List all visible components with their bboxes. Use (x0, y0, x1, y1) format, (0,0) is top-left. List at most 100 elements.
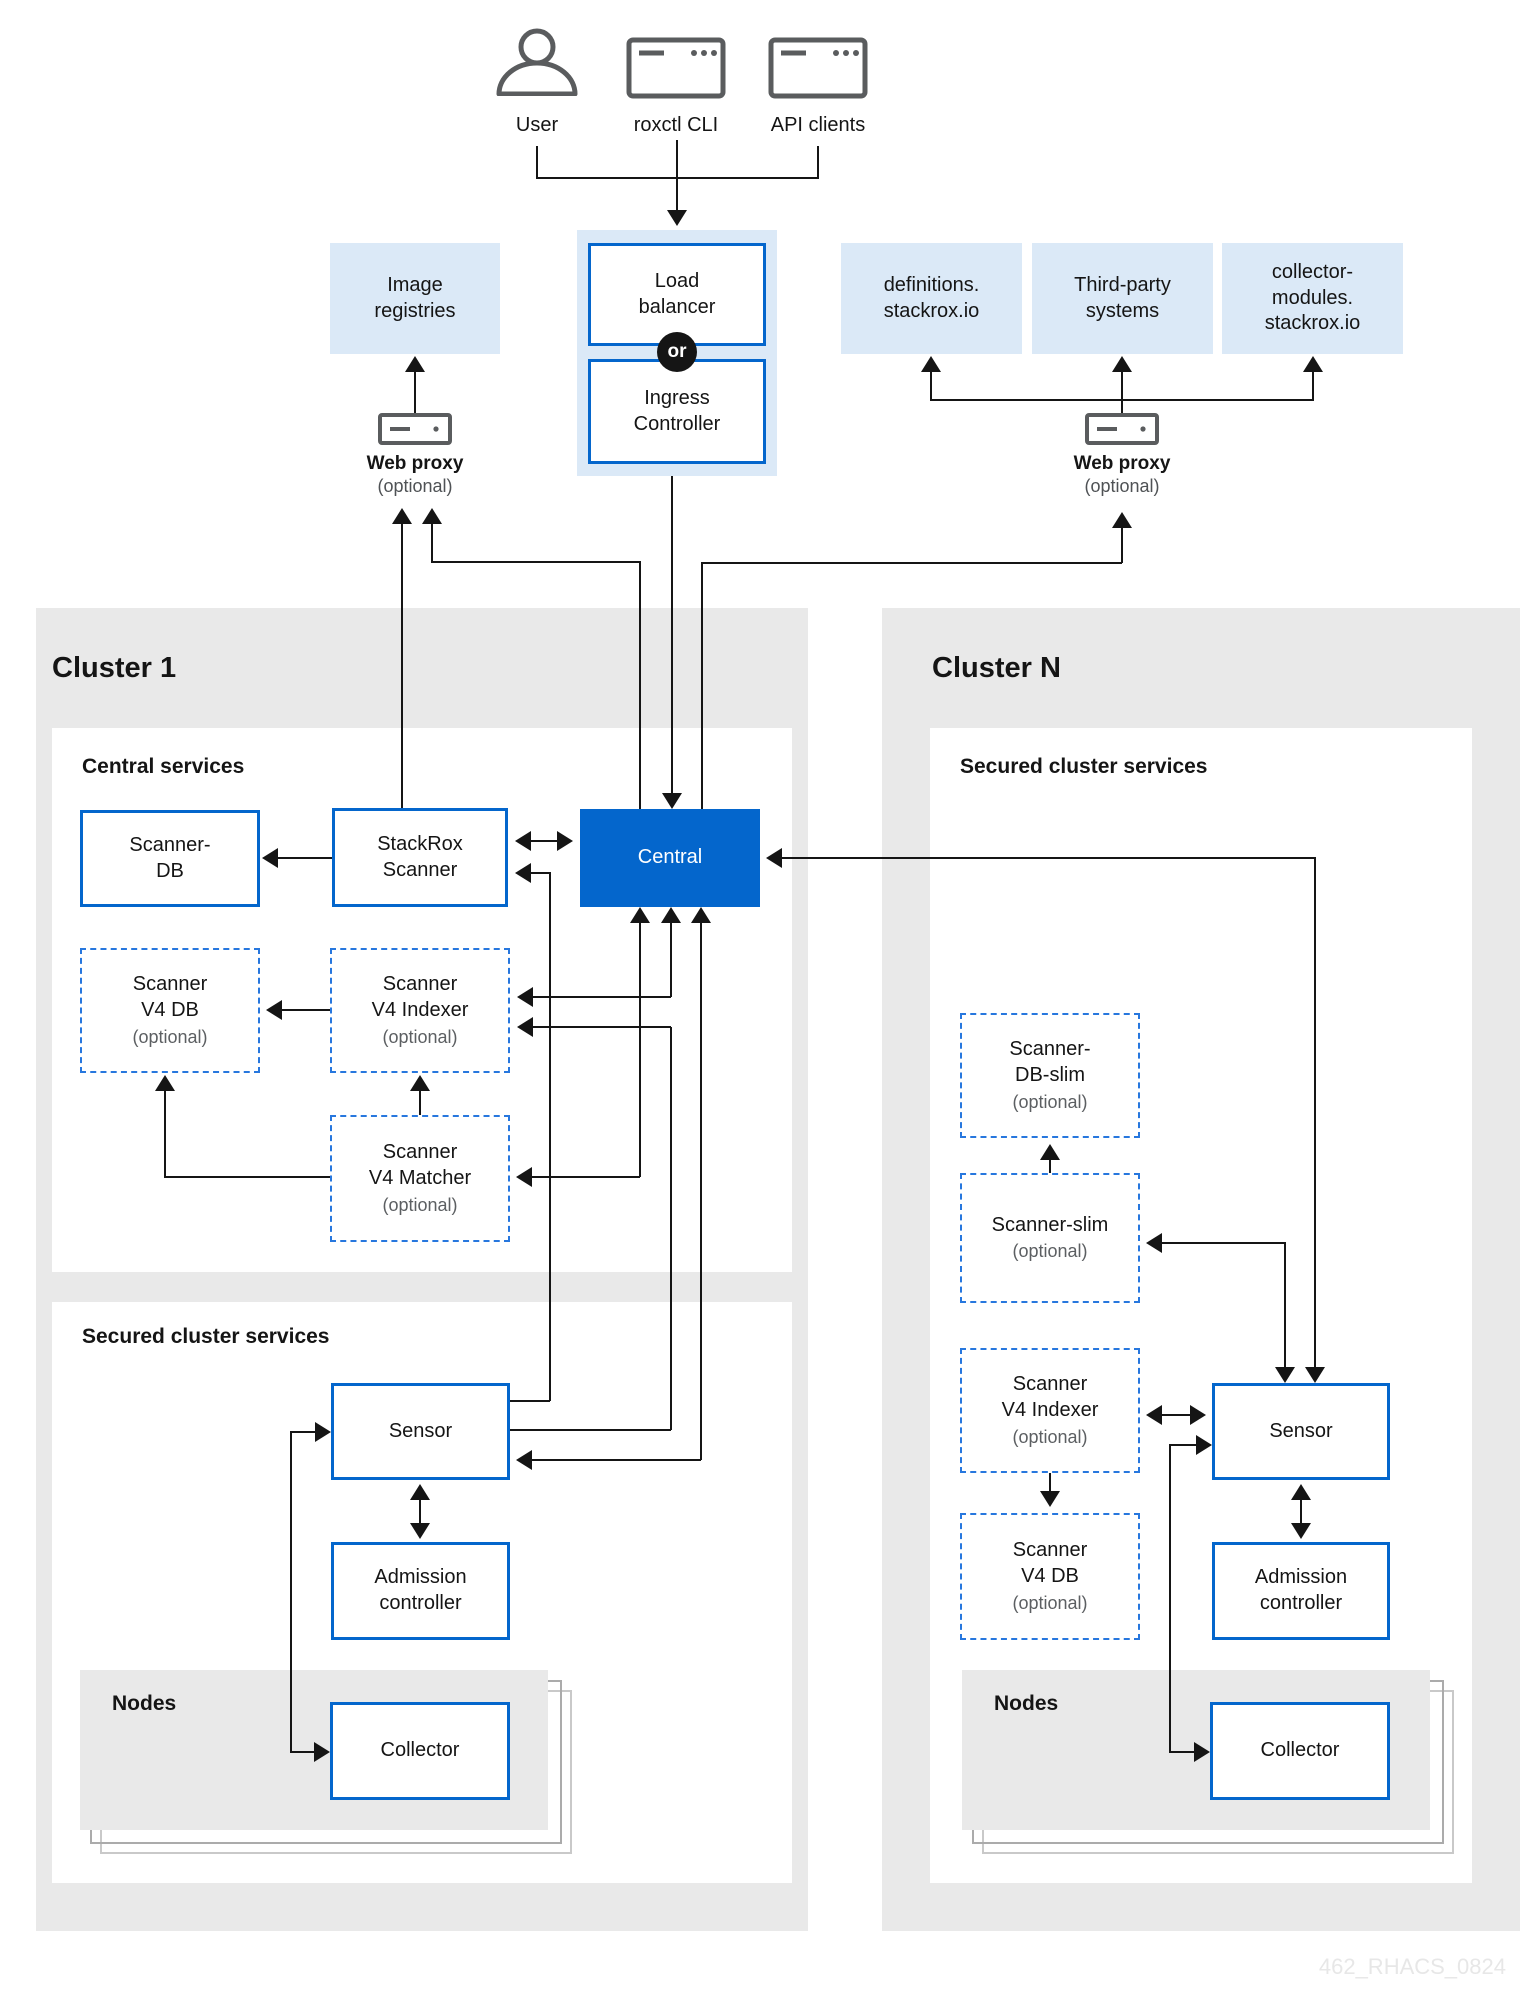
arrowhead-into-scanner-db (262, 848, 278, 868)
arrowhead-into-definitions (921, 356, 941, 372)
connector-line (817, 146, 819, 178)
line-stackrox-to-webproxy (401, 524, 403, 808)
web-proxy-optional: (optional) (377, 475, 453, 496)
arrowhead-into-stackrox-scanner (515, 863, 531, 883)
line-indexer-to-v4db (282, 1009, 330, 1011)
web-proxy-icon (1085, 413, 1159, 445)
optional-label: (optional) (1012, 1091, 1088, 1112)
line-ingress-to-central (671, 464, 673, 793)
load-balancer-box: Load balancer (588, 243, 766, 346)
line-central-indexer (670, 923, 672, 997)
arrowhead-into-indexer (517, 987, 533, 1007)
arrowhead-into-admission (410, 1523, 430, 1539)
arrowhead-into-image-registries (405, 356, 425, 372)
optional-label: (optional) (382, 1026, 458, 1047)
line-sensorN-collectorN (1170, 1751, 1194, 1753)
line-central-sensorN (782, 857, 1315, 859)
scanner-v4-matcher-label: Scanner V4 Matcher (368, 1141, 472, 1189)
arrowhead-into-v4db (266, 1000, 282, 1020)
line-central-to-right-webproxy (701, 562, 1122, 564)
connector-line (1121, 372, 1123, 400)
scanner-v4-db-label: Scanner V4 DB (132, 973, 208, 1021)
api-clients-icon (768, 37, 868, 99)
optional-label: (optional) (1012, 1592, 1088, 1613)
central-services-heading: Central services (82, 755, 245, 778)
optional-label: (optional) (382, 1194, 458, 1215)
connector-line (930, 399, 1314, 401)
line-central-matcher (532, 1176, 640, 1178)
line-sensor-collector (291, 1751, 314, 1753)
ingress-controller-box: Ingress Controller (588, 359, 766, 464)
line-matcher-to-indexer (419, 1091, 421, 1115)
line-sensor-indexer (533, 1026, 671, 1028)
arrowhead-into-collector (1194, 1742, 1210, 1762)
definitions-stackrox-io-box: definitions. stackrox.io (841, 243, 1022, 354)
line-matcher-to-v4db (164, 1091, 166, 1177)
cluster1-secured-services-heading: Secured cluster services (82, 1325, 330, 1348)
line-scanner-central (531, 840, 557, 842)
arrowhead-into-admission (1291, 1523, 1311, 1539)
line-slim-sensorN (1284, 1242, 1286, 1367)
arrowhead-into-matcher (516, 1167, 532, 1187)
api-clients-label: API clients (770, 114, 866, 136)
connector-line (1312, 372, 1314, 400)
roxctl-cli-icon (626, 37, 726, 99)
arrowhead-into-v4db (155, 1075, 175, 1091)
line-indexerN-to-v4dbN (1049, 1473, 1051, 1491)
optional-label: (optional) (1012, 1426, 1088, 1447)
arrowhead-into-central (691, 907, 711, 923)
web-proxy-title: Web proxy (1073, 453, 1171, 474)
web-proxy-icon (378, 413, 452, 445)
line-sensor-collector (290, 1431, 292, 1753)
collector-modules-box: collector- modules. stackrox.io (1222, 243, 1403, 354)
arrowhead-into-web-proxy (422, 508, 442, 524)
scanner-v4-db-box: Scanner V4 DB (optional) (80, 948, 260, 1073)
optional-label: (optional) (132, 1026, 208, 1047)
central-box: Central (580, 809, 760, 907)
scanner-v4-indexer-label: Scanner V4 Indexer (371, 973, 469, 1021)
clusterN-secured-services-heading: Secured cluster services (960, 755, 1208, 778)
cluster1-title: Cluster 1 (52, 652, 177, 684)
arrowhead-into-load-balancer (667, 210, 687, 226)
arrowhead-into-web-proxy (1112, 512, 1132, 528)
connector-line (536, 146, 538, 178)
line-central-to-right-webproxy (1121, 528, 1123, 563)
line-sensor-to-scanner (549, 872, 551, 1401)
user-label: User (515, 114, 559, 136)
line-indexerN-sensorN (1162, 1414, 1190, 1416)
line-sensor-collector (291, 1431, 315, 1433)
line-slim-to-dbslim (1049, 1160, 1051, 1173)
web-proxy-title: Web proxy (366, 453, 464, 474)
arrowhead-into-sensor (1291, 1484, 1311, 1500)
arrowhead-into-sensor (1305, 1367, 1325, 1383)
arrowhead-into-sensor (1196, 1435, 1212, 1455)
line-central-indexer (533, 996, 671, 998)
arrowhead-into-central (557, 831, 573, 851)
arrowhead-into-central (661, 907, 681, 923)
arrowhead-into-v4db (1040, 1491, 1060, 1507)
line-central-to-left-webproxy (431, 561, 641, 563)
nodes-label: Nodes (994, 1692, 1059, 1715)
scanner-slim-box: Scanner-slim (optional) (960, 1173, 1140, 1303)
arrowhead-into-scanner-slim (1146, 1233, 1162, 1253)
nodes-label: Nodes (112, 1692, 177, 1715)
line-central-sensor (700, 923, 702, 1460)
stackrox-scanner-box: StackRox Scanner (332, 808, 508, 907)
arrowhead-into-stackrox-scanner (515, 831, 531, 851)
line-sensor-to-scanner (510, 1400, 550, 1402)
scanner-v4-db-label: Scanner V4 DB (1012, 1539, 1088, 1587)
image-registries-box: Image registries (330, 243, 500, 354)
arrowhead-into-central (630, 907, 650, 923)
arrowhead-into-indexer (410, 1075, 430, 1091)
arrowhead-into-indexer (517, 1017, 533, 1037)
scanner-slim-label: Scanner-slim (991, 1213, 1109, 1236)
admission-controller-box: Admission controller (1212, 1542, 1390, 1640)
line-slim-sensorN (1162, 1242, 1285, 1244)
figure-id-watermark: 462_RHACS_0824 (1318, 1954, 1506, 1979)
line-central-sensor (532, 1459, 701, 1461)
arrowhead-into-central (662, 793, 682, 809)
collector-box: Collector (330, 1702, 510, 1800)
connector-line (676, 140, 678, 210)
arrowhead-into-sensor (315, 1422, 331, 1442)
